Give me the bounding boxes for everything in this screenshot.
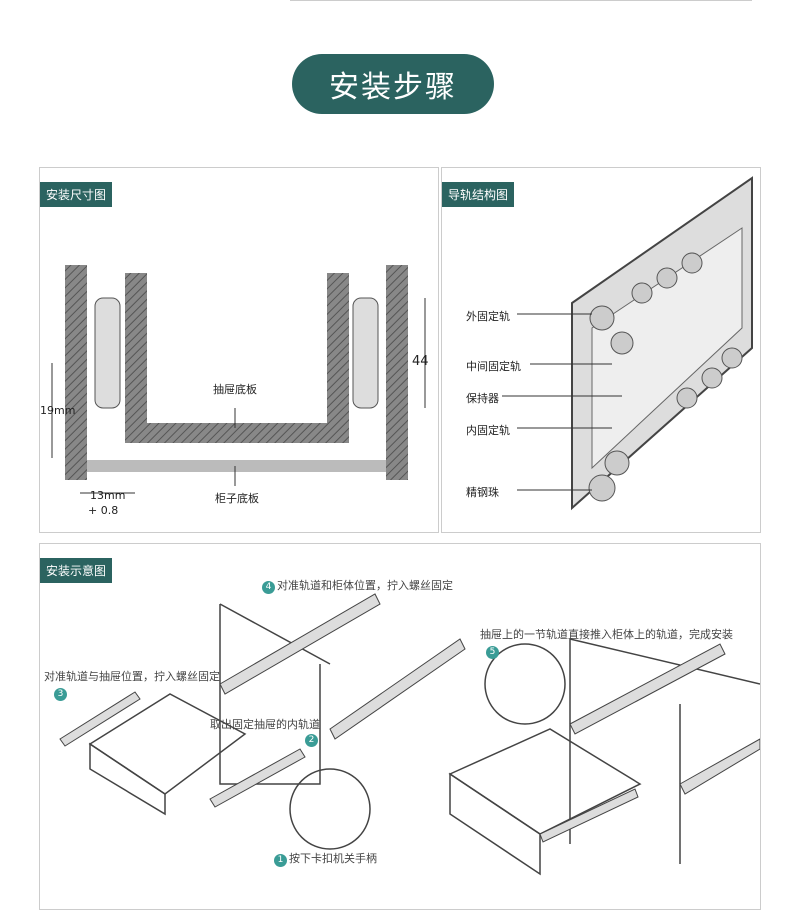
step-3-number: 3 <box>54 688 67 701</box>
step-5-number: 5 <box>486 646 499 659</box>
step-1-number: 1 <box>274 854 287 867</box>
step-3: 对准轨道与抽屉位置，拧入螺丝固定 3 <box>44 668 220 701</box>
step-2-number: 2 <box>305 734 318 747</box>
step-5-text: 抽屉上的一节轨道直接推入柜体上的轨道，完成安装 <box>480 628 733 641</box>
retainer-label: 保持器 <box>466 392 499 405</box>
step-2: 取出固定抽屉的内轨道 2 <box>210 716 320 747</box>
cabinet-bottom-label: 柜子底板 <box>215 492 259 505</box>
step-4-number: 4 <box>262 581 275 594</box>
rail-structure-drawing <box>502 176 753 511</box>
steel-ball-label: 精钢珠 <box>466 486 499 499</box>
inner-rail-label: 内固定轨 <box>466 424 510 437</box>
install-tag: 安装示意图 <box>40 558 113 583</box>
dimension-drawing <box>51 265 426 494</box>
divider <box>290 0 752 1</box>
structure-tag: 导轨结构图 <box>442 182 515 207</box>
outer-rail-label: 外固定轨 <box>466 310 510 323</box>
dimension-panel: 安装尺寸图 抽屉底板 柜子底板 19mm 44 13mm + 0.8 <box>39 167 439 533</box>
dimension-tag: 安装尺寸图 <box>40 182 113 207</box>
step-4-text: 对准轨道和柜体位置，拧入螺丝固定 <box>277 579 453 592</box>
step-5: 抽屉上的一节轨道直接推入柜体上的轨道，完成安装 5 <box>480 626 733 659</box>
install-drawing <box>59 593 760 876</box>
step-1-text: 按下卡扣机关手柄 <box>289 852 377 865</box>
drawer-bottom-label: 抽屉底板 <box>213 383 257 396</box>
height-19-label: 19mm <box>40 404 76 417</box>
height-44-label: 44 <box>412 354 429 369</box>
page-title: 安装步骤 <box>292 54 494 114</box>
tolerance-label: + 0.8 <box>88 504 119 517</box>
step-3-text: 对准轨道与抽屉位置，拧入螺丝固定 <box>44 670 220 683</box>
middle-rail-label: 中间固定轨 <box>466 360 521 373</box>
step-2-text: 取出固定抽屉的内轨道 <box>210 718 320 731</box>
gap-label: 13mm <box>90 489 126 502</box>
structure-panel: 导轨结构图 外固定轨 中间固定轨 保持器 内固定轨 精钢珠 <box>441 167 761 533</box>
